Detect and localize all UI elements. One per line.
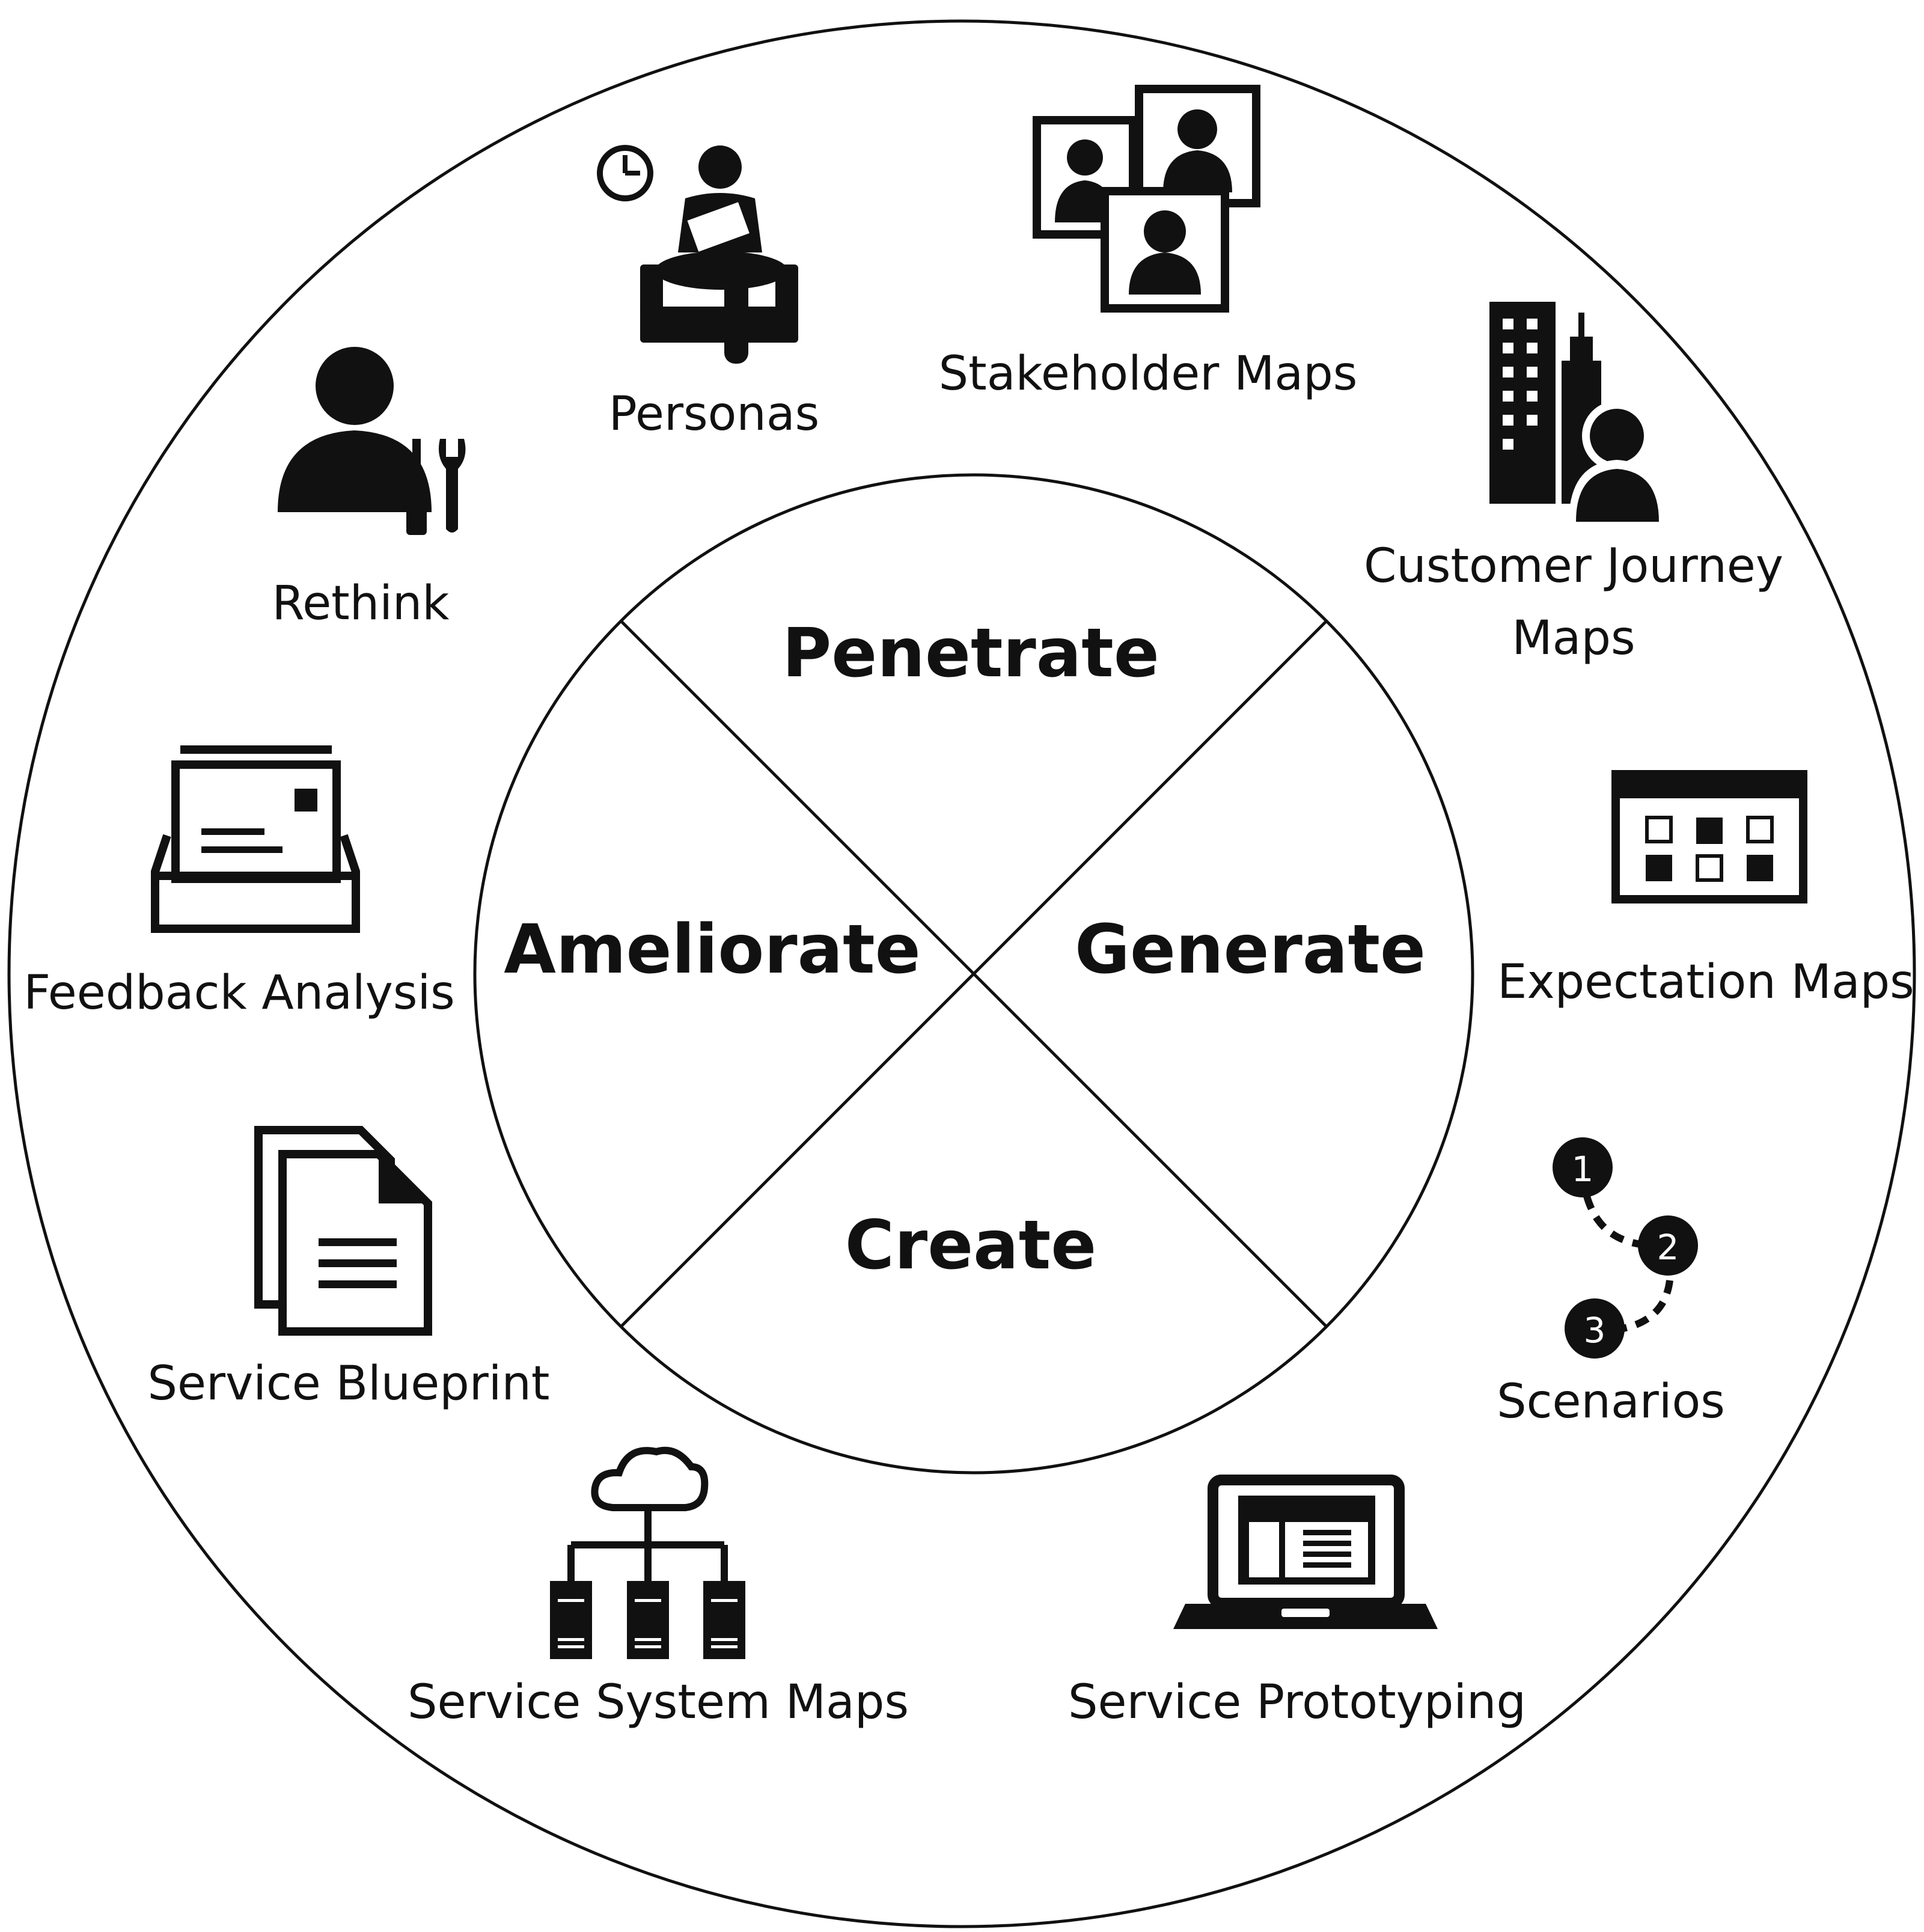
tool-label-expectation-maps: Expectation Maps [1497, 955, 1914, 1009]
phase-ameliorate: Ameliorate [504, 911, 920, 989]
city-customer-icon [1489, 302, 1666, 523]
tool-label-customer-journey: Customer Journey [1364, 539, 1783, 593]
divider-line-2 [620, 620, 1328, 1328]
tool-label-personas: Personas [609, 387, 820, 441]
laptop-icon [1173, 1475, 1438, 1629]
stakeholder-portraits-icon [1033, 85, 1260, 313]
tool-label-customer-journey-maps: Maps [1512, 611, 1635, 665]
step-number-3: 3 [1584, 1310, 1606, 1351]
tool-label-stakeholder-maps: Stakeholder Maps [939, 347, 1358, 401]
inbox-tray-icon [151, 745, 360, 933]
person-with-tools-icon [278, 347, 466, 535]
tool-label-service-blueprint: Service Blueprint [148, 1357, 550, 1411]
tool-label-rethink: Rethink [272, 576, 450, 631]
phase-create: Create [845, 1206, 1096, 1285]
inner-circle [473, 473, 1474, 1475]
numbered-steps-icon: 1 2 3 [1553, 1137, 1698, 1359]
tool-label-feedback-analysis: Feedback Analysis [23, 966, 455, 1020]
tool-label-service-prototyping: Service Prototyping [1068, 1675, 1526, 1729]
step-number-2: 2 [1657, 1227, 1679, 1268]
cloud-servers-icon [550, 1446, 745, 1659]
tool-label-service-system-maps: Service System Maps [408, 1675, 909, 1729]
phase-penetrate: Penetrate [782, 614, 1159, 692]
phase-generate: Generate [1075, 911, 1426, 989]
outer-ring [7, 19, 1916, 1928]
documents-icon [254, 1126, 432, 1336]
calendar-grid-icon [1611, 770, 1807, 903]
step-number-1: 1 [1572, 1149, 1594, 1190]
tool-label-scenarios: Scenarios [1497, 1375, 1725, 1429]
person-in-armchair-icon [597, 145, 798, 364]
